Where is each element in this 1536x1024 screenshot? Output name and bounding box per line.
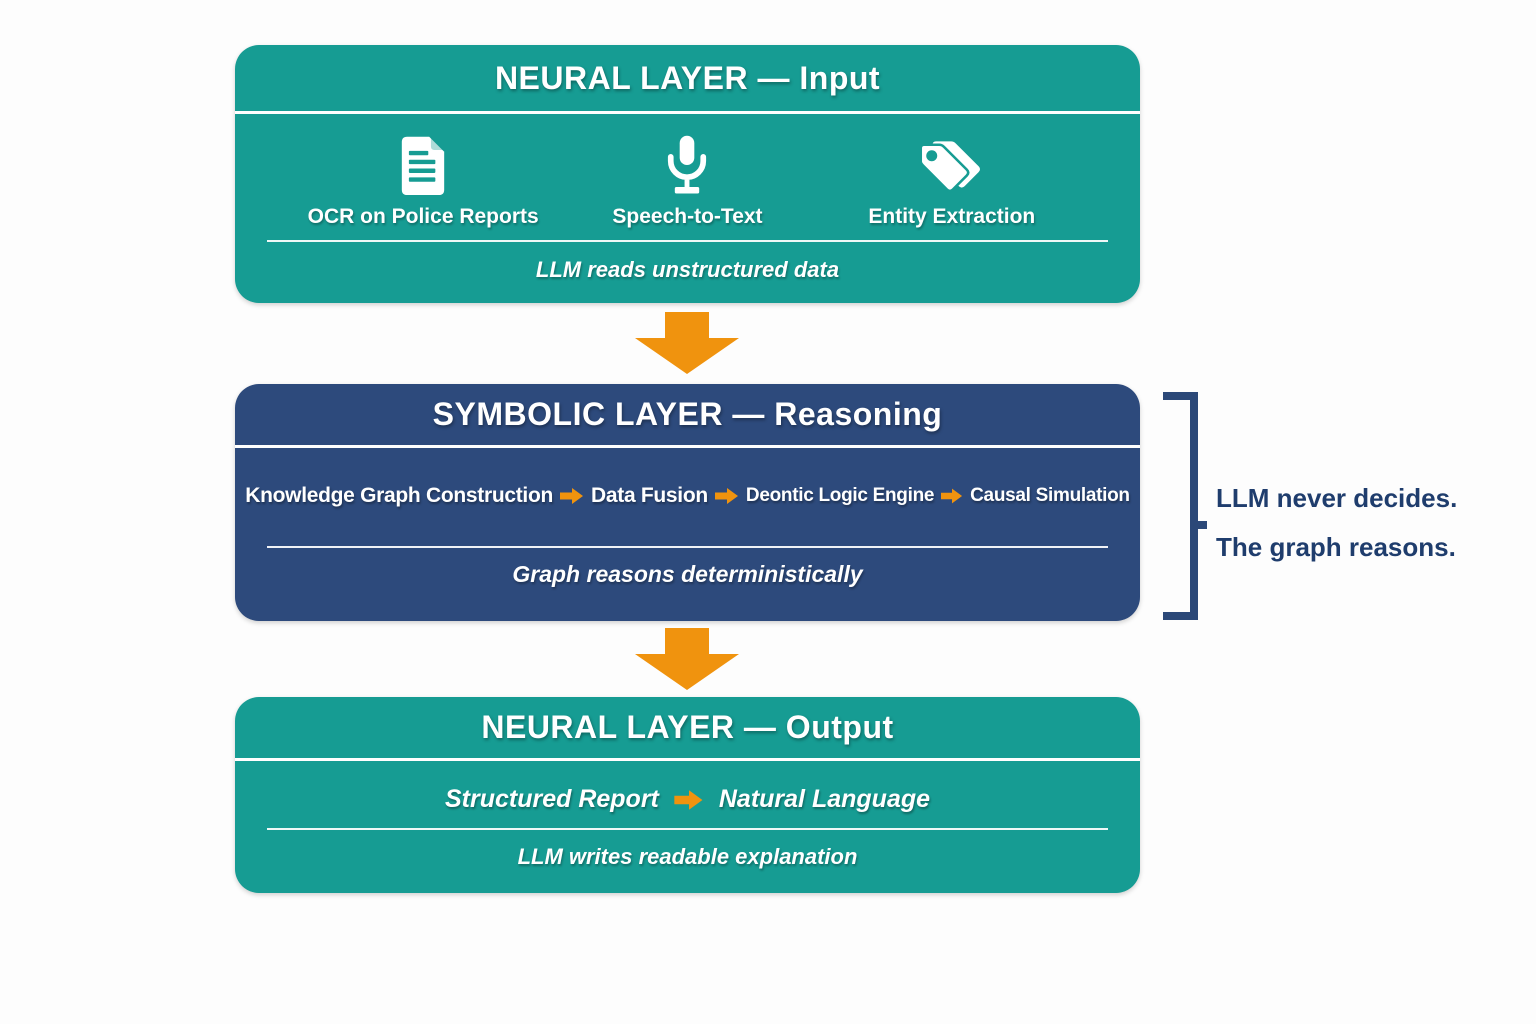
- pipeline-step: Knowledge Graph Construction: [245, 484, 554, 507]
- input-item-label: Speech-to-Text: [612, 205, 763, 228]
- right-arrow-icon: [674, 789, 703, 810]
- document-icon: [396, 134, 450, 196]
- pipeline-step: Natural Language: [718, 785, 931, 813]
- pipeline-step: Causal Simulation: [970, 485, 1130, 506]
- output-subtitle: LLM writes readable explanation: [517, 844, 858, 869]
- output-divider: [267, 828, 1108, 830]
- neural-output-title: NEURAL LAYER — Output: [235, 697, 1140, 761]
- reasoning-subtitle: Graph reasons deterministically: [512, 561, 863, 587]
- bracket-icon: [1157, 392, 1209, 620]
- down-arrow-icon: [635, 312, 739, 374]
- neural-input-title: NEURAL LAYER — Input: [235, 45, 1140, 114]
- right-arrow-icon: [941, 488, 963, 504]
- neural-input-layer-box: NEURAL LAYER — Input OCR on Police Repor…: [235, 45, 1140, 303]
- microphone-icon: [661, 134, 713, 196]
- reasoning-pipeline: Knowledge Graph Construction Data Fusion…: [235, 484, 1140, 508]
- tags-icon: [914, 134, 990, 196]
- input-item-entity: Entity Extraction: [820, 134, 1084, 229]
- pipeline-step: Structured Report: [444, 785, 659, 813]
- output-pipeline: Structured Report Natural Language: [235, 785, 1140, 814]
- annotation-text: LLM never decides. The graph reasons.: [1216, 474, 1457, 572]
- input-item-speech: Speech-to-Text: [555, 134, 819, 229]
- down-arrow-icon: [635, 628, 739, 690]
- input-item-label: OCR on Police Reports: [307, 205, 539, 228]
- right-arrow-icon: [714, 488, 738, 504]
- pipeline-step: Deontic Logic Engine: [745, 485, 935, 506]
- pipeline-step: Data Fusion: [591, 484, 708, 507]
- right-arrow-icon: [560, 488, 584, 504]
- input-item-ocr: OCR on Police Reports: [291, 134, 555, 229]
- neural-output-layer-box: NEURAL LAYER — Output Structured Report …: [235, 697, 1140, 893]
- annotation-line-1: LLM never decides.: [1216, 483, 1458, 513]
- input-subtitle: LLM reads unstructured data: [535, 257, 840, 282]
- symbolic-layer-title: SYMBOLIC LAYER — Reasoning: [235, 384, 1140, 448]
- input-divider: [267, 240, 1108, 242]
- annotation-line-2: The graph reasons.: [1216, 532, 1456, 562]
- input-item-label: Entity Extraction: [868, 205, 1036, 228]
- symbolic-reasoning-layer-box: SYMBOLIC LAYER — Reasoning Knowledge Gra…: [235, 384, 1140, 621]
- input-items-row: OCR on Police Reports Speech-to-Text: [235, 114, 1140, 229]
- reasoning-divider: [267, 546, 1108, 548]
